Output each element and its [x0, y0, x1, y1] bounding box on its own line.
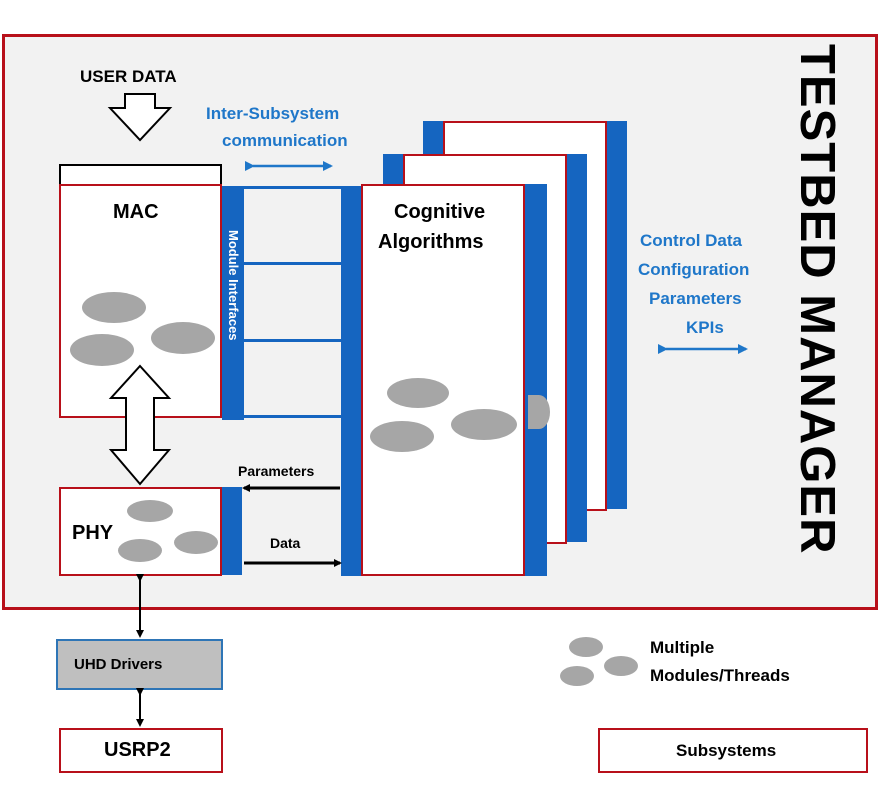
module-interfaces-bar — [222, 186, 244, 420]
module-interface-divider — [242, 339, 342, 342]
user-data-label: USER DATA — [80, 67, 177, 86]
mac-phy-arrow — [108, 364, 172, 486]
cognitive-bar-left — [341, 186, 363, 576]
usrp2-label: USRP2 — [104, 739, 171, 761]
data-label: Data — [270, 535, 301, 551]
control-data-label-line3: Parameters — [649, 289, 742, 308]
cognitive-stack-bar-back-right — [605, 121, 627, 509]
legend-module-ellipse — [569, 637, 603, 657]
cognitive-label-line1: Cognitive — [394, 201, 486, 223]
phy-label: PHY — [72, 522, 114, 544]
cognitive-module-ellipse — [451, 409, 517, 440]
control-data-label-line4: KPIs — [686, 318, 724, 337]
phy-interface-bar — [222, 487, 242, 575]
module-interface-divider — [242, 262, 342, 265]
module-interfaces-label: Module Interfaces — [226, 230, 241, 341]
phy-module-ellipse — [174, 531, 218, 554]
mac-label: MAC — [113, 201, 159, 223]
inter-subsystem-label-line1: Inter-Subsystem — [206, 104, 340, 123]
mac-module-ellipse — [82, 292, 146, 323]
usrp2-box — [59, 728, 223, 773]
cognitive-stack-bar-middle-right — [565, 154, 587, 542]
uhd-drivers-label: UHD Drivers — [74, 656, 163, 673]
uhd-drivers-box — [56, 639, 223, 690]
module-interfaces-grid — [242, 186, 342, 418]
cognitive-module-ellipse — [387, 378, 449, 408]
cognitive-label-line2: Algorithms — [378, 231, 484, 253]
mac-top-bar — [59, 164, 222, 186]
legend-modules-label-line2: Modules/Threads — [650, 666, 790, 685]
mac-module-ellipse — [70, 334, 134, 366]
control-data-label-line2: Configuration — [638, 260, 750, 279]
legend-subsystems-label: Subsystems — [676, 741, 777, 760]
cognitive-module-ellipse — [370, 421, 434, 452]
phy-module-ellipse — [127, 500, 173, 522]
legend-module-ellipse — [604, 656, 638, 676]
user-data-arrow — [107, 93, 173, 142]
parameters-label: Parameters — [238, 463, 315, 479]
inter-subsystem-label-line2: communication — [222, 131, 348, 150]
legend-modules-label-line1: Multiple — [650, 638, 715, 657]
legend-module-ellipse — [560, 666, 594, 686]
cognitive-bar-right — [523, 184, 547, 576]
legend-subsystems-box — [598, 728, 868, 773]
phy-module-ellipse — [118, 539, 162, 562]
control-data-label-line1: Control Data — [640, 231, 742, 250]
testbed-manager-label: TESTBED MANAGER — [790, 44, 844, 555]
cognitive-box-front — [361, 184, 525, 576]
mac-module-ellipse — [151, 322, 215, 354]
cognitive-module-ellipse — [528, 395, 550, 429]
